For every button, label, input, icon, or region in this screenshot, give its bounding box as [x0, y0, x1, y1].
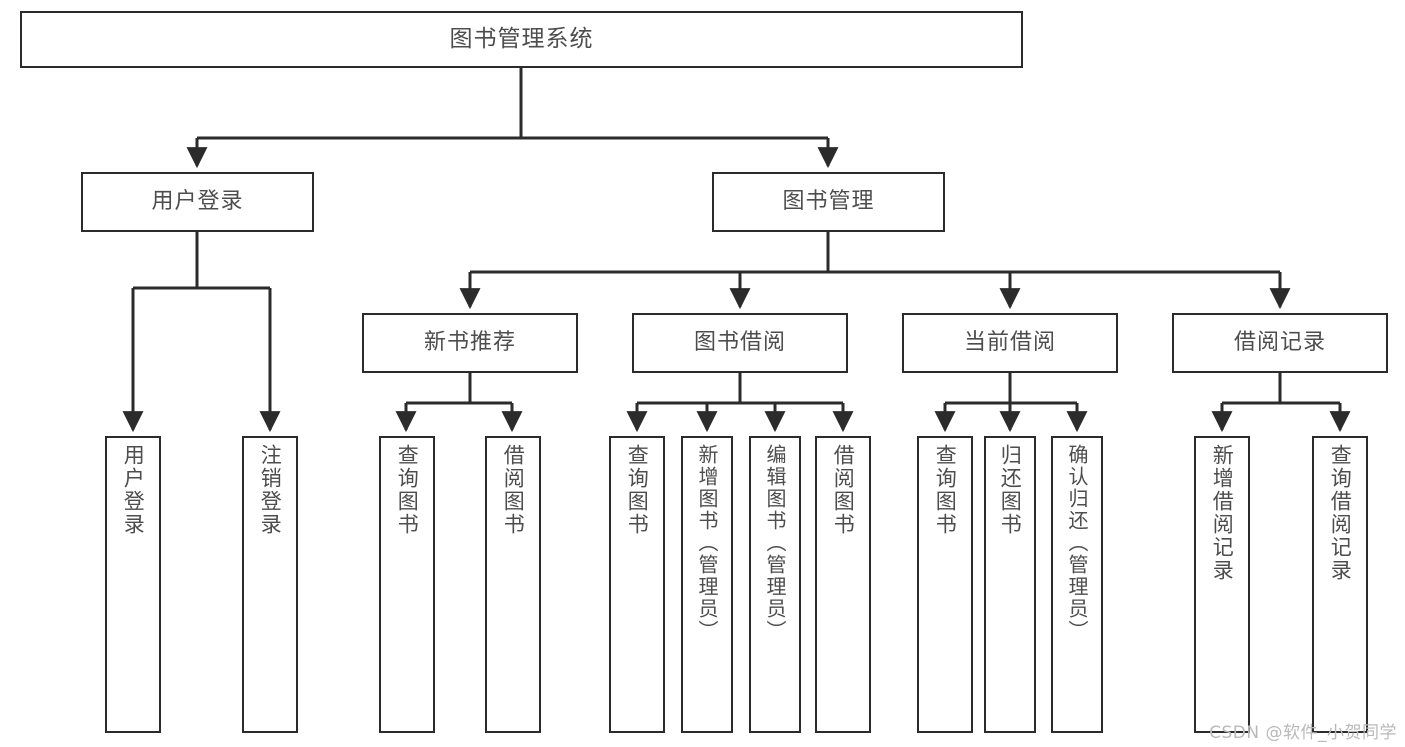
node-leaf-edit-book-admin[interactable]: 编辑图书（管理员）	[749, 436, 801, 733]
node-label: 借阅图书	[831, 444, 856, 536]
node-label: 新书推荐	[423, 329, 516, 355]
node-leaf-user-login[interactable]: 用户登录	[105, 436, 161, 733]
node-leaf-logout[interactable]: 注销登录	[242, 436, 298, 733]
node-label: 图书管理系统	[449, 25, 594, 52]
node-label: 图书借阅	[693, 329, 786, 355]
node-label: 查询图书	[625, 444, 650, 536]
node-label: 编辑图书（管理员）	[763, 444, 787, 642]
node-label: 确认归还（管理员）	[1065, 444, 1089, 642]
node-leaf-query-borrow-record[interactable]: 查询借阅记录	[1312, 436, 1368, 733]
node-label: 借阅记录	[1233, 329, 1326, 355]
node-leaf-borrow-book[interactable]: 借阅图书	[815, 436, 871, 733]
node-leaf-query-book-borrow[interactable]: 查询图书	[609, 436, 665, 733]
node-label: 图书管理	[782, 188, 875, 214]
node-label: 用户登录	[121, 444, 146, 536]
node-book-management[interactable]: 图书管理	[712, 172, 945, 232]
node-label: 查询借阅记录	[1328, 444, 1353, 582]
node-leaf-query-book-recommend[interactable]: 查询图书	[379, 436, 435, 733]
node-leaf-add-borrow-record[interactable]: 新增借阅记录	[1194, 436, 1250, 733]
node-leaf-confirm-return-admin[interactable]: 确认归还（管理员）	[1051, 436, 1103, 733]
node-root-book-management-system[interactable]: 图书管理系统	[20, 11, 1023, 68]
node-leaf-query-book-current[interactable]: 查询图书	[917, 436, 973, 733]
node-label: 注销登录	[258, 444, 283, 536]
node-label: 新增图书（管理员）	[695, 444, 719, 642]
node-label: 查询图书	[395, 444, 420, 536]
node-leaf-borrow-book-recommend[interactable]: 借阅图书	[485, 436, 541, 733]
node-label: 查询图书	[933, 444, 958, 536]
node-borrow-record[interactable]: 借阅记录	[1172, 313, 1388, 373]
node-label: 用户登录	[151, 188, 244, 214]
node-leaf-return-book[interactable]: 归还图书	[984, 436, 1036, 733]
node-label: 借阅图书	[501, 444, 526, 536]
watermark-text: CSDN @软件_小贺同学	[1209, 723, 1397, 743]
node-book-borrow[interactable]: 图书借阅	[632, 313, 848, 373]
node-leaf-add-book-admin[interactable]: 新增图书（管理员）	[681, 436, 733, 733]
node-label: 归还图书	[998, 444, 1023, 536]
node-label: 新增借阅记录	[1210, 444, 1235, 582]
node-label: 当前借阅	[963, 329, 1056, 355]
node-new-book-recommend[interactable]: 新书推荐	[362, 313, 578, 373]
node-current-borrow[interactable]: 当前借阅	[902, 313, 1118, 373]
node-user-login[interactable]: 用户登录	[81, 172, 314, 232]
